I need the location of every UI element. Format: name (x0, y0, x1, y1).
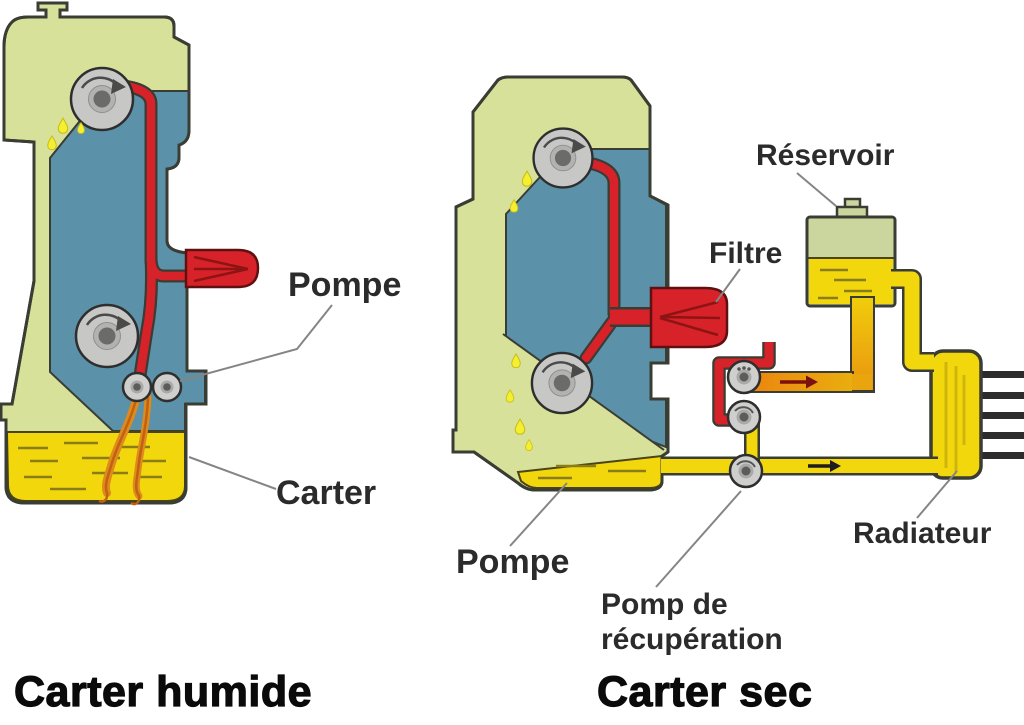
oil-surface-dashes (818, 268, 872, 300)
oil-pump-gear-icon (121, 371, 153, 403)
pressure-pump-icon (726, 399, 762, 435)
label-pomp-recuperation: Pomp de récupération (601, 588, 783, 656)
oil-pump-jet-lines (193, 255, 249, 283)
caption-carter-sec: Carter sec (596, 668, 813, 716)
pointer-line-pompe-right (509, 482, 568, 547)
engine-outline (0, 1, 208, 505)
label-pompe-right: Pompe (456, 543, 570, 581)
engine-outline (451, 75, 670, 492)
flow-arrow-icon (780, 375, 818, 389)
label-reservoir: Réservoir (756, 139, 895, 172)
pointer-line-reservoir (796, 172, 837, 207)
pointer-lines (179, 172, 958, 588)
pointer-line-radiateur (916, 470, 958, 519)
label-carter: Carter (276, 474, 377, 512)
dry-sump-engine (451, 75, 1024, 492)
flow-arrow-icon (808, 460, 841, 472)
label-radiateur: Radiateur (853, 517, 992, 550)
pressure-pump-icon (726, 359, 762, 395)
pointer-line-carter (188, 456, 277, 490)
oil-filter-element-lines (659, 300, 721, 337)
oil-radiator (929, 349, 1024, 480)
radiator-core-lines (944, 362, 966, 472)
radiator-fins (977, 371, 1024, 459)
oil-surface-dashes (538, 464, 646, 480)
oil-streams (98, 392, 152, 506)
pointer-line-filtre (715, 268, 741, 303)
scavenge-pump-icon (728, 453, 764, 489)
pointer-line-pompe-left (179, 304, 333, 382)
caption-carter-humide: Carter humide (13, 668, 313, 716)
oil-reservoir (805, 197, 897, 308)
label-filtre: Filtre (709, 237, 783, 270)
pointer-line-recuperation (655, 490, 742, 588)
wet-sump-engine (0, 1, 260, 506)
label-pompe-left: Pompe (288, 266, 402, 304)
oil-pump-gear-icon (151, 371, 183, 403)
oil-gallery-pipes (577, 155, 776, 427)
